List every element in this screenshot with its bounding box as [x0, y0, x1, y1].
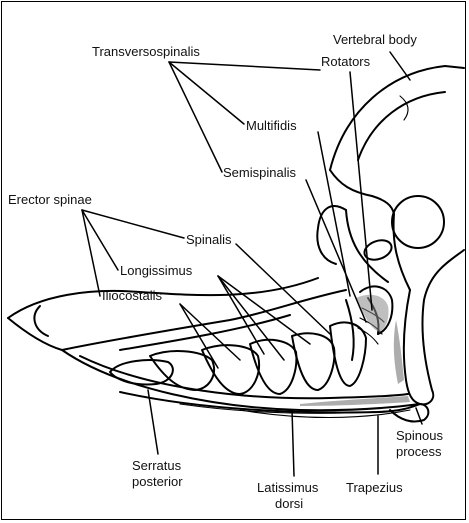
- label-erector-spinae: Erector spinae: [8, 192, 92, 207]
- label-latissimus-line1: Latissimus: [257, 480, 319, 495]
- label-semispinalis: Semispinalis: [223, 165, 296, 180]
- label-spinalis: Spinalis: [186, 232, 232, 247]
- label-rotators: Rotators: [321, 54, 371, 69]
- label-spinous-line1: Spinous: [396, 428, 443, 443]
- label-serratus-line2: posterior: [132, 474, 183, 489]
- label-iliocostalis: Iliocostalis: [102, 288, 162, 303]
- label-vertebral-body: Vertebral body: [333, 32, 417, 47]
- label-latissimus-line2: dorsi: [275, 496, 303, 511]
- label-multifidis: Multifidis: [246, 118, 297, 133]
- label-longissimus: Longissimus: [120, 263, 193, 278]
- muscle-bundles: [62, 286, 428, 421]
- label-transversospinalis: Transversospinalis: [92, 44, 200, 59]
- label-spinous-line2: process: [396, 444, 442, 459]
- vertebra-outline: [317, 66, 464, 404]
- label-trapezius: Trapezius: [346, 480, 403, 495]
- label-serratus-line1: Serratus: [132, 458, 182, 473]
